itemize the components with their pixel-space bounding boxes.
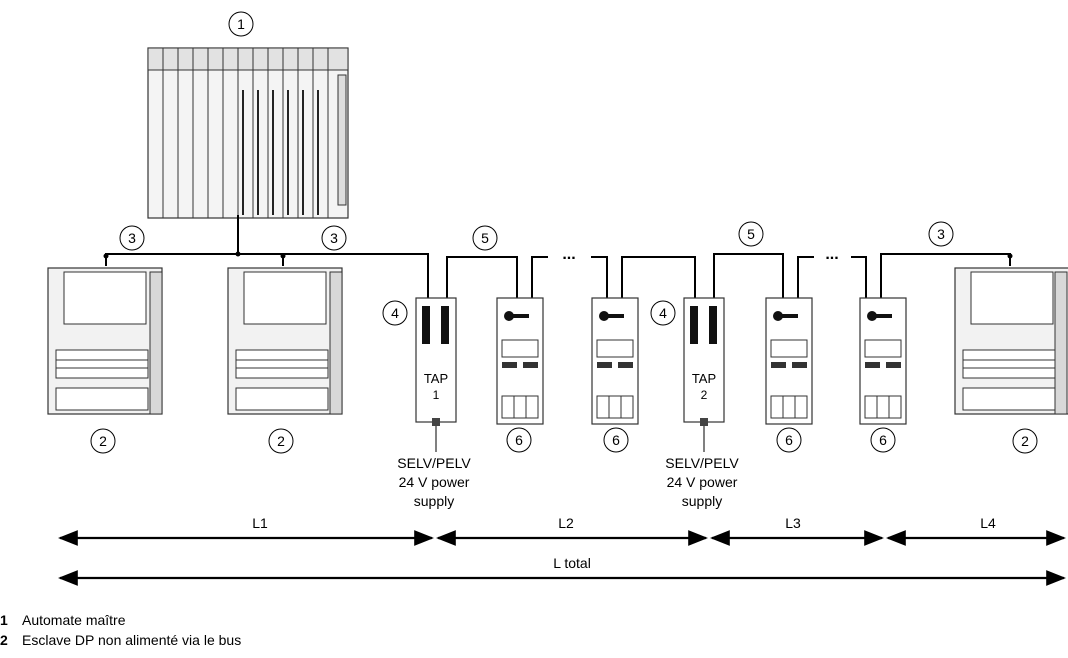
legend-num-1: 1: [0, 612, 8, 628]
callout-3-left-label: 3: [128, 230, 136, 246]
callout-1-label: 1: [237, 16, 245, 32]
power-supply-label-2: SELV/PELV 24 V power supply: [665, 455, 739, 509]
callout-3-right: [928, 221, 954, 247]
legend-text-2: Esclave DP non alimenté via le bus: [22, 632, 242, 648]
tap-1: TAP 1: [415, 297, 457, 452]
callout-2-b-label: 2: [277, 433, 285, 449]
callout-5-right: [738, 221, 764, 247]
callouts: 3 3 3 5 5 4 4 2 2 2 6 6 6 6: [90, 221, 1038, 454]
power-supply-label-1: SELV/PELV 24 V power supply: [397, 455, 471, 509]
ps1-line2: 24 V power: [399, 474, 470, 490]
callout-3-left: [119, 225, 145, 251]
callout-6-a: [506, 427, 532, 453]
ellipsis-right: ...: [825, 246, 838, 263]
ellipsis-left: ...: [562, 246, 575, 263]
legend-text-1: Automate maître: [22, 612, 126, 628]
tap-2-number: 2: [701, 388, 708, 402]
callout-6-c-label: 6: [785, 432, 793, 448]
profibus-cable: [105, 215, 1011, 298]
dp-slave-1: [47, 267, 163, 415]
callout-5-left: [472, 225, 498, 251]
label-l1: L1: [252, 515, 268, 531]
callout-3-right-label: 3: [937, 226, 945, 242]
ps2-line3: supply: [682, 493, 722, 509]
ps2-line2: 24 V power: [667, 474, 738, 490]
label-l-total: L total: [553, 555, 591, 571]
ps2-line1: SELV/PELV: [665, 455, 739, 471]
label-l3: L3: [785, 515, 801, 531]
bus-junctions: [103, 251, 1013, 259]
callout-6-b: [603, 427, 629, 453]
callout-6-a-label: 6: [515, 432, 523, 448]
callout-3-mid-label: 3: [330, 230, 338, 246]
callout-4-left-label: 4: [391, 305, 399, 321]
callout-2-a: [90, 428, 116, 454]
legend-item-2: 2 Esclave DP non alimenté via le bus: [0, 632, 241, 648]
legend-num-2: 2: [0, 632, 8, 648]
tap-1-label: TAP: [424, 371, 448, 386]
callout-2-b: [268, 428, 294, 454]
tap-2-label: TAP: [692, 371, 716, 386]
callout-4-right-label: 4: [659, 305, 667, 321]
bus-powered-slave-4: [859, 297, 907, 425]
callout-6-d: [870, 427, 896, 453]
callout-4-right: [650, 300, 676, 326]
dp-slave-2: [227, 267, 343, 415]
bus-powered-slave-3: [765, 297, 813, 425]
ps1-line1: SELV/PELV: [397, 455, 471, 471]
master-plc-rack: 1: [147, 11, 349, 219]
callout-5-left-label: 5: [481, 230, 489, 246]
dp-slave-3: [954, 267, 1068, 415]
legend-item-1: 1 Automate maître: [0, 612, 126, 628]
label-l4: L4: [980, 515, 996, 531]
callout-6-c: [776, 427, 802, 453]
callout-5-right-label: 5: [747, 226, 755, 242]
callout-2-c-label: 2: [1021, 433, 1029, 449]
callout-6-d-label: 6: [879, 432, 887, 448]
bus-powered-slave-2: [591, 297, 639, 425]
callout-4-left: [382, 300, 408, 326]
callout-1: [228, 11, 254, 37]
bus-powered-slave-1: [496, 297, 544, 425]
label-l2: L2: [558, 515, 574, 531]
tap-1-number: 1: [433, 388, 440, 402]
callout-2-a-label: 2: [99, 433, 107, 449]
callout-3-mid: [321, 225, 347, 251]
callout-6-b-label: 6: [612, 432, 620, 448]
tap-2: TAP 2: [683, 297, 725, 452]
length-dimensions: [58, 530, 1066, 586]
callout-2-c: [1012, 428, 1038, 454]
ps1-line3: supply: [414, 493, 454, 509]
